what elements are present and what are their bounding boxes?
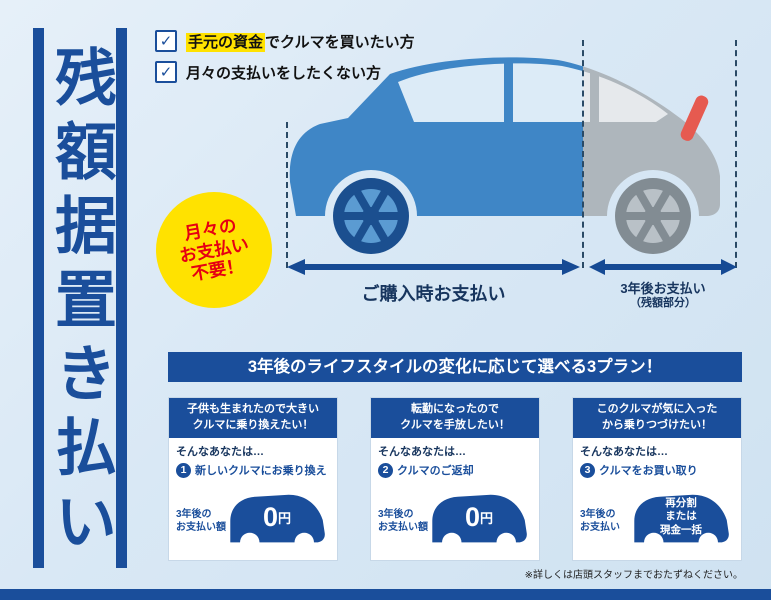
plan-number-badge: 3 <box>580 462 595 478</box>
plan-pay-label: 3年後の お支払い <box>580 509 620 533</box>
plan-number-badge: 1 <box>176 462 191 478</box>
plan-action: 新しいクルマにお乗り換え <box>195 465 327 477</box>
checklist: ✓ 手元の資金でクルマを買いたい方 ✓ 月々の支払いをしたくない方 <box>155 30 415 92</box>
title-bar-right <box>116 28 127 568</box>
plan-amount: 0 円 <box>226 488 328 546</box>
plan-action: クルマのご返却 <box>397 465 474 477</box>
balance-arrow-icon <box>589 259 737 275</box>
checklist-text-rest: でクルマを買いたい方 <box>265 33 415 51</box>
van-icon <box>432 494 527 553</box>
plan-card: 子供も生まれたので大きい クルマに乗り換えたい！ そんなあなたは… 1 新しいク… <box>168 397 338 561</box>
plan-amount-value: 0 <box>262 501 278 532</box>
plan-action: クルマをお買い取り <box>599 465 698 477</box>
footnote: ※詳しくは店頭スタッフまでおたずねください。 <box>524 570 743 581</box>
plan-amount-value: 0 <box>464 501 480 532</box>
checklist-text: 手元の資金でクルマを買いたい方 <box>186 31 415 52</box>
title-bar-left <box>33 28 44 568</box>
van-icon <box>634 494 729 553</box>
purchase-arrow-label: ご購入時お支払い <box>361 284 506 304</box>
plan-pay-label: 3年後の お支払い額 <box>378 509 428 533</box>
van-icon <box>230 494 325 553</box>
plan-card: 転勤になったので クルマを手放したい！ そんなあなたは… 2 クルマのご返却 3… <box>370 397 540 561</box>
plan-card: このクルマが気に入った から乗りつづけたい！ そんなあなたは… 3 クルマをお買… <box>572 397 742 561</box>
purchase-arrow-icon <box>287 259 580 275</box>
plan-card-header: このクルマが気に入った から乗りつづけたい！ <box>573 398 741 438</box>
dashed-line-left <box>286 122 288 268</box>
checklist-item: ✓ 月々の支払いをしたくない方 <box>155 61 415 83</box>
balance-arrow-label: 3年後お支払い （残額部分） <box>589 281 737 311</box>
checkbox-icon: ✓ <box>155 61 177 83</box>
taillight-shape <box>680 95 709 141</box>
plan-lead: そんなあなたは… <box>580 446 668 458</box>
checklist-text: 月々の支払いをしたくない方 <box>186 62 381 83</box>
plan-amount-unit: 円 <box>278 510 292 526</box>
plan-card-header: 子供も生まれたので大きい クルマに乗り換えたい！ <box>169 398 337 438</box>
plans-banner: 3年後のライフスタイルの変化に応じて選べる3プラン！ <box>168 352 742 382</box>
plan-pay-label: 3年後の お支払い額 <box>176 509 226 533</box>
plan-amount-alt: 再分割 または 現金一括 <box>660 496 702 536</box>
plan-number-badge: 2 <box>378 462 393 478</box>
dashed-line-middle <box>582 40 584 268</box>
plan-amount: 再分割 または 現金一括 <box>630 488 732 546</box>
checklist-item: ✓ 手元の資金でクルマを買いたい方 <box>155 30 415 52</box>
monthly-free-badge-text: 月々の お支払い 不要！ <box>177 214 251 285</box>
vertical-title: 残額据置き払い <box>45 45 114 563</box>
plan-amount-unit: 円 <box>480 510 494 526</box>
highlight-text: 手元の資金 <box>186 32 266 52</box>
plan-amount: 0 円 <box>428 488 530 546</box>
plan-card-header: 転勤になったので クルマを手放したい！ <box>371 398 539 438</box>
balance-arrow-label-main: 3年後お支払い <box>620 281 706 296</box>
car-illustration <box>278 30 748 270</box>
monthly-free-badge: 月々の お支払い 不要！ <box>156 192 272 308</box>
checkbox-icon: ✓ <box>155 30 177 52</box>
checklist-text-rest: 月々の支払いをしたくない方 <box>186 64 382 82</box>
dashed-line-right <box>735 40 737 268</box>
bottom-bar <box>0 589 771 600</box>
plan-lead: そんなあなたは… <box>378 446 466 458</box>
plan-lead: そんなあなたは… <box>176 446 264 458</box>
balance-arrow-sublabel: （残額部分） <box>630 297 696 310</box>
